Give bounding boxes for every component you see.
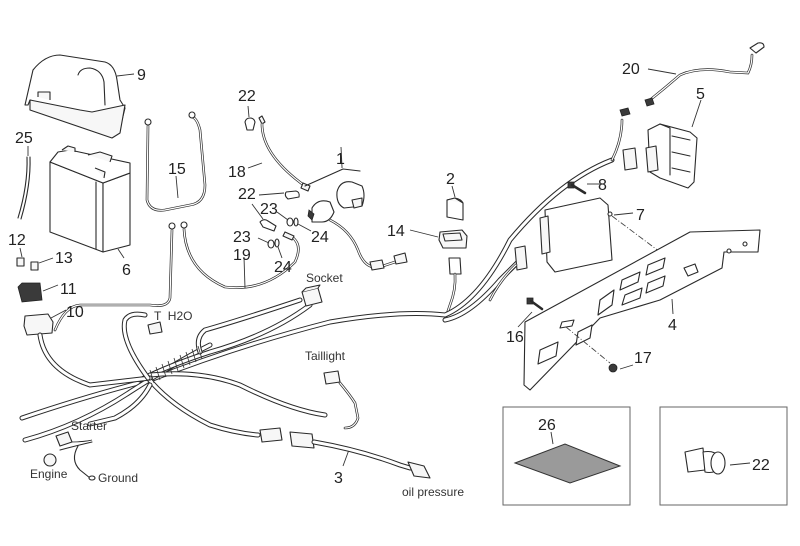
ground-cable	[53, 222, 176, 332]
nut-part-17	[608, 363, 634, 373]
callout-24-lower: 24	[274, 259, 292, 276]
callout-12: 12	[8, 232, 26, 249]
callout-17: 17	[634, 350, 652, 367]
label-taillight: Taillight	[305, 349, 346, 363]
label-socket: Socket	[306, 271, 343, 285]
connector-holder-parts	[17, 282, 67, 336]
callout-20: 20	[622, 61, 640, 78]
callout-3: 3	[334, 470, 343, 487]
callout-8: 8	[598, 177, 607, 194]
oil-pressure-connectors	[259, 427, 431, 479]
battery-cover-part	[24, 54, 135, 139]
starter-relay-part	[304, 146, 408, 271]
regulator-branch	[610, 107, 638, 171]
callout-23-lower: 23	[233, 229, 251, 246]
inset-box-gasket	[502, 406, 631, 506]
callout-13: 13	[55, 250, 73, 267]
callout-labels: 1 2 3 4 5 6 7 8 9 10 11 12 13 14 15 16 1…	[8, 61, 770, 487]
bolt-part-16	[517, 297, 544, 328]
sensor-cable-20	[644, 42, 765, 107]
label-oil-pressure: oil pressure	[402, 485, 464, 499]
callout-6: 6	[122, 262, 131, 279]
callout-11: 11	[60, 281, 77, 298]
callout-10: 10	[66, 304, 84, 321]
cable-18	[247, 115, 311, 192]
fuse-parts	[16, 247, 54, 271]
callout-23-upper: 23	[260, 201, 278, 218]
ecu-connector	[488, 245, 528, 302]
callout-7: 7	[636, 207, 645, 224]
battery-cable-15	[144, 111, 207, 212]
callout-22-top: 22	[238, 88, 256, 105]
callout-18: 18	[228, 164, 246, 181]
relay-part-2	[446, 185, 464, 221]
callout-5: 5	[696, 86, 705, 103]
label-ground: Ground	[98, 471, 138, 485]
label-engine: Engine	[30, 467, 68, 481]
bolt-part-8	[567, 181, 600, 195]
callout-14: 14	[387, 223, 405, 240]
callout-26: 26	[538, 417, 556, 434]
label-starter: Starter	[71, 419, 107, 433]
cable-19	[180, 221, 300, 289]
callout-16: 16	[506, 329, 524, 346]
starter-engine-ground-connectors	[43, 431, 96, 481]
callout-4: 4	[668, 317, 677, 334]
voltage-regulator-part	[645, 99, 702, 189]
callout-9: 9	[137, 67, 146, 84]
socket-connector	[301, 284, 323, 307]
vent-tube-part	[17, 146, 31, 220]
relay-connector	[443, 257, 462, 322]
relay-holder-part-14	[409, 229, 468, 249]
bolt-parts-22	[244, 105, 300, 232]
taillight-connector	[323, 370, 360, 430]
control-unit-part-7	[539, 197, 661, 273]
callout-25: 25	[15, 130, 33, 147]
mounting-bracket-part-4	[523, 229, 761, 391]
callout-22-mid: 22	[238, 186, 256, 203]
connector-labels: Socket T H2O Taillight Starter Engine Gr…	[30, 271, 464, 499]
label-t-h2o: T H2O	[154, 309, 192, 323]
callout-15: 15	[168, 161, 186, 178]
water-temp-connector	[147, 321, 163, 335]
callout-1: 1	[336, 151, 345, 168]
inset-box-socket	[659, 406, 788, 506]
battery-part	[49, 145, 131, 259]
callout-2: 2	[446, 171, 455, 188]
washer-parts	[257, 211, 312, 259]
main-harness	[19, 157, 615, 467]
callout-22-inset: 22	[752, 457, 770, 474]
callout-24-upper: 24	[311, 229, 329, 246]
callout-19: 19	[233, 247, 251, 264]
